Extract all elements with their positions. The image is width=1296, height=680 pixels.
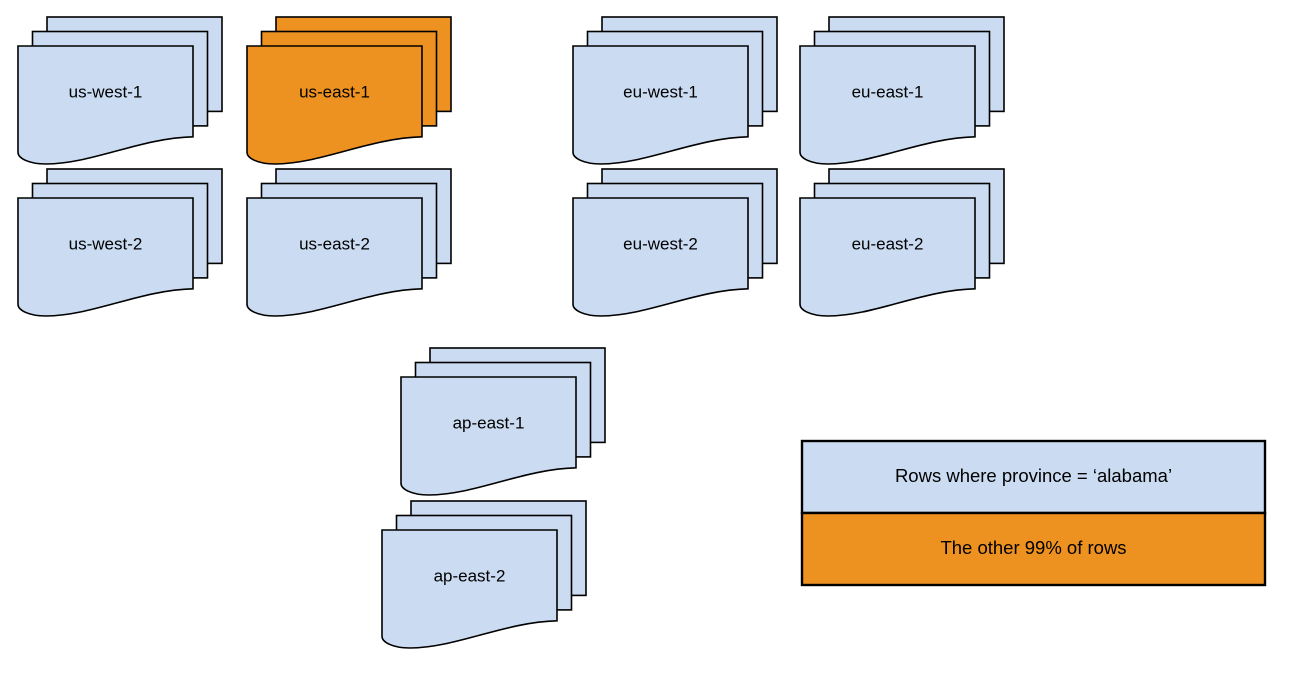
stack-label-eu-west-1: eu-west-1 [623, 83, 698, 102]
legend-label-legend-other: The other 99% of rows [940, 537, 1126, 558]
document-stack-eu-east-2[interactable]: eu-east-2 [799, 168, 1005, 317]
legend-row-legend-other[interactable]: The other 99% of rows [800, 511, 1267, 587]
document-stack-us-west-1[interactable]: us-west-1 [17, 16, 223, 165]
legend-row-legend-highlight[interactable]: Rows where province = ‘alabama’ [800, 439, 1267, 515]
document-stack-eu-west-1[interactable]: eu-west-1 [572, 16, 778, 165]
legend-box: Rows where province = ‘alabama’ The other… [800, 439, 1267, 587]
document-stack-eu-west-2[interactable]: eu-west-2 [572, 168, 778, 317]
document-stack-us-east-2[interactable]: us-east-2 [246, 168, 452, 317]
document-stack-us-east-1[interactable]: us-east-1 [246, 16, 452, 165]
stack-sheet-front [17, 45, 194, 165]
document-stack-ap-east-1[interactable]: ap-east-1 [400, 347, 606, 496]
stack-label-ap-east-1: ap-east-1 [453, 414, 525, 433]
stack-sheet-front [246, 197, 423, 317]
stack-label-us-west-2: us-west-2 [69, 235, 143, 254]
stack-sheet-front [381, 529, 558, 649]
legend-swatch-other [800, 511, 1267, 587]
legend-label-legend-highlight: Rows where province = ‘alabama’ [895, 465, 1172, 486]
legend-swatch-highlight [800, 439, 1267, 515]
stack-sheet-front [17, 197, 194, 317]
stack-layer: us-west-1 us-east-1 eu-west-1 eu-east-1 us-w… [17, 16, 1005, 649]
stack-label-us-east-1: us-east-1 [299, 83, 370, 102]
stack-label-us-east-2: us-east-2 [299, 235, 370, 254]
stack-label-eu-east-1: eu-east-1 [852, 83, 924, 102]
stack-sheet-front [799, 197, 976, 317]
document-stack-ap-east-2[interactable]: ap-east-2 [381, 500, 587, 649]
document-stack-eu-east-1[interactable]: eu-east-1 [799, 16, 1005, 165]
stack-sheet-front [572, 197, 749, 317]
stack-label-us-west-1: us-west-1 [69, 83, 143, 102]
stack-label-eu-west-2: eu-west-2 [623, 235, 698, 254]
document-stack-us-west-2[interactable]: us-west-2 [17, 168, 223, 317]
stack-sheet-front [246, 45, 423, 165]
stack-label-eu-east-2: eu-east-2 [852, 235, 924, 254]
stack-sheet-front [572, 45, 749, 165]
stack-sheet-front [400, 376, 577, 496]
stack-sheet-front [799, 45, 976, 165]
stack-label-ap-east-2: ap-east-2 [434, 567, 506, 586]
